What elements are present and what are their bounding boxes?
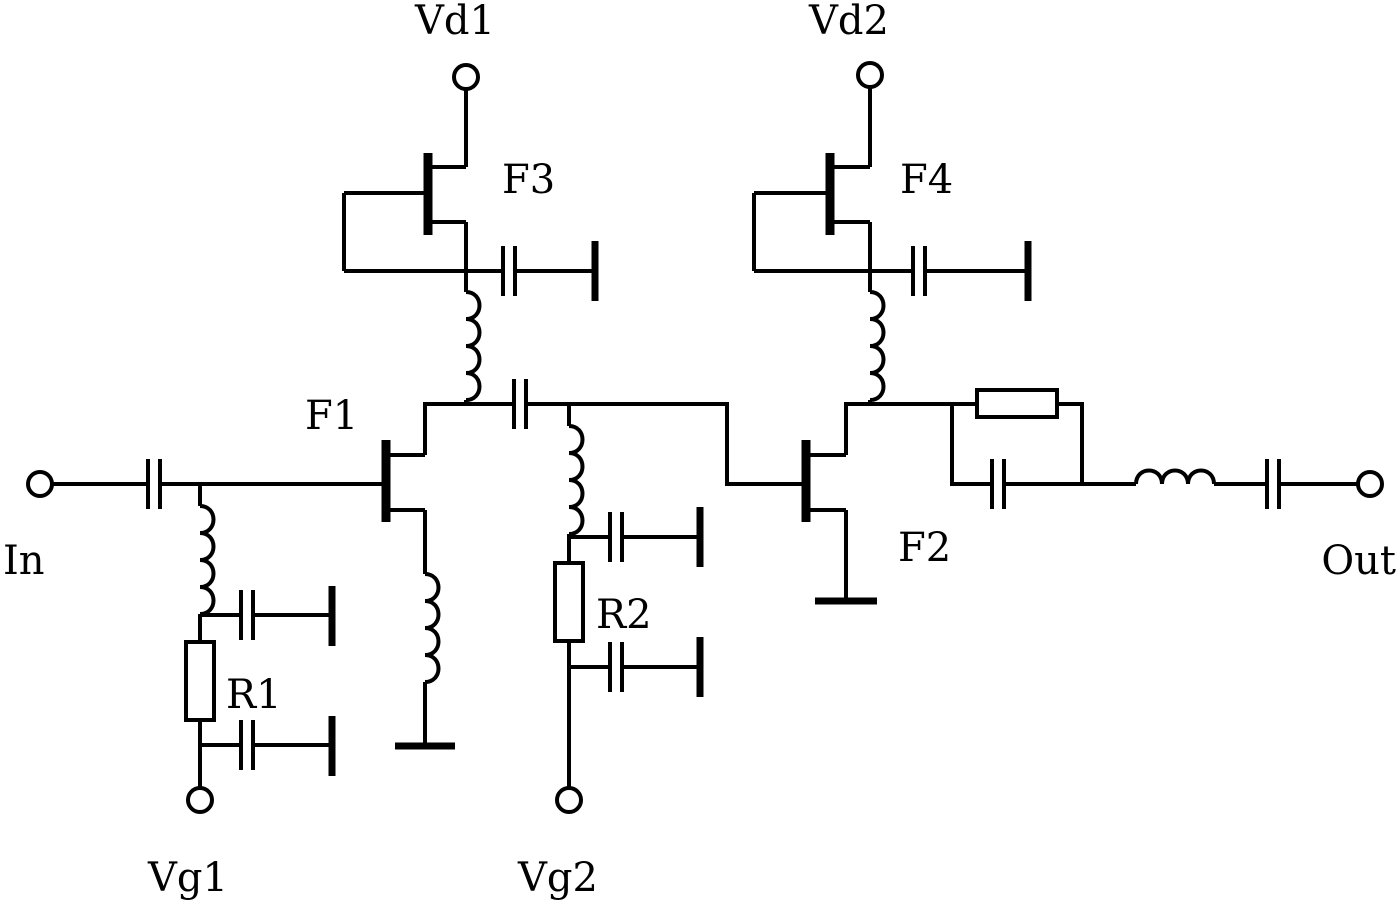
inductor	[567, 424, 585, 536]
inductor	[198, 504, 216, 616]
f4-label: F4	[900, 157, 953, 203]
r2-label: R2	[596, 592, 652, 638]
f3-label: F3	[502, 157, 555, 203]
f1-label: F1	[305, 393, 358, 439]
bypass-capacitor	[608, 642, 624, 692]
vd1-terminal	[452, 63, 480, 91]
vg1-label: Vg1	[147, 855, 228, 901]
interstage-network	[423, 379, 806, 814]
bypass-capacitor	[239, 590, 255, 640]
bypass-capacitor	[608, 512, 624, 562]
r1-label: R1	[226, 672, 282, 718]
input-network	[26, 459, 386, 814]
vg2-terminal	[555, 786, 583, 814]
transistor-f4	[752, 153, 872, 273]
resistor-r1	[184, 640, 216, 722]
series-inductor	[1134, 468, 1216, 485]
vd2-terminal	[856, 61, 884, 89]
vg1-terminal	[186, 786, 214, 814]
f2-label: F2	[898, 525, 951, 571]
source-inductor	[423, 572, 441, 684]
vd2-label: Vd2	[808, 0, 889, 44]
bypass-capacitor	[911, 246, 927, 296]
output-coupling-capacitor	[1265, 459, 1281, 509]
resistor-r2	[553, 561, 585, 643]
output-terminal	[1356, 470, 1384, 498]
bypass-capacitor	[501, 246, 517, 296]
input-terminal	[26, 470, 54, 498]
bypass-capacitor	[239, 720, 255, 770]
vd1-label: Vd1	[414, 0, 495, 44]
feedback-resistor	[975, 388, 1059, 419]
vg2-label: Vg2	[517, 855, 598, 901]
parallel-capacitor	[990, 459, 1006, 509]
input-label: In	[3, 538, 45, 584]
transistor-f2	[801, 404, 848, 601]
interstage-coupling-capacitor	[512, 379, 528, 429]
input-coupling-capacitor	[146, 459, 162, 509]
transistor-f3	[342, 153, 468, 273]
drain-inductor	[868, 290, 886, 402]
output-network	[844, 388, 1384, 509]
transistor-f1	[381, 404, 427, 574]
output-label: Out	[1321, 538, 1396, 584]
drain-inductor	[464, 290, 482, 402]
